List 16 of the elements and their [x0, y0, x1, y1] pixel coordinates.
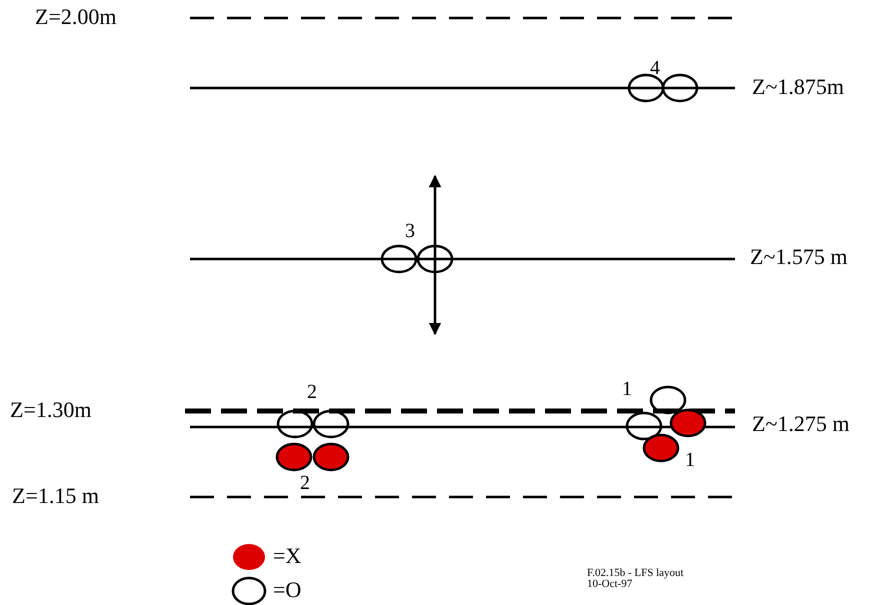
level-label: Z~1.875m	[752, 76, 844, 98]
legend-label: =O	[273, 579, 302, 601]
level-label: Z~1.575 m	[750, 246, 848, 268]
figure-note: F.02.15b - LFS layout	[587, 568, 684, 579]
marker-number: 3	[405, 221, 415, 241]
marker-number: 4	[650, 58, 660, 78]
marker-number: 2	[300, 473, 310, 493]
legend-label: =X	[273, 545, 302, 567]
level-label: Z=2.00m	[35, 6, 116, 28]
level-label: Z=1.30m	[10, 399, 92, 421]
marker-number: 1	[622, 379, 632, 399]
marker-number: 1	[685, 450, 695, 470]
level-label: Z~1.275 m	[752, 413, 850, 435]
marker-number: 2	[307, 382, 317, 402]
figure-note: 10-Oct-97	[587, 579, 632, 590]
level-label: Z=1.15 m	[12, 485, 99, 507]
